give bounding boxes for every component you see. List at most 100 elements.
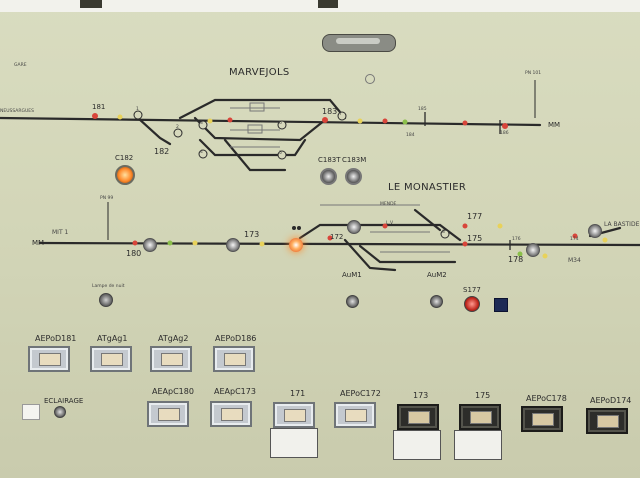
box-window: [284, 409, 306, 422]
label-c183t: C183T: [318, 156, 341, 164]
diagram-card-175: [454, 430, 502, 460]
box-label-171: 171: [290, 389, 306, 398]
key-lampe-nuit[interactable]: [99, 293, 113, 307]
label-184: 184: [406, 133, 415, 138]
label-172: 172: [330, 233, 344, 241]
label-mende: MENDE: [380, 202, 397, 207]
key-aum1[interactable]: [346, 295, 359, 308]
switch-box-175[interactable]: [459, 404, 501, 430]
diagram-card-173: [393, 430, 441, 460]
switch-box-atgag1[interactable]: [90, 346, 132, 372]
switch-box-aepoc172[interactable]: [334, 402, 376, 428]
label-c182: C182: [115, 154, 134, 162]
label-181: 181: [92, 103, 106, 111]
key-aum2[interactable]: [430, 295, 443, 308]
label-185: 185: [418, 107, 427, 112]
label-mm-left: MM: [32, 239, 45, 247]
label-c183m: C183M: [342, 156, 367, 164]
eclairage-plate: [22, 404, 40, 420]
small-indicator-top: [365, 74, 375, 84]
label-177: 177: [467, 212, 483, 221]
switch-box-aeapc173[interactable]: [210, 401, 252, 427]
top-mount-left: [80, 0, 102, 8]
box-label-173: 173: [413, 391, 429, 400]
switch-box-aeapc180[interactable]: [147, 401, 189, 427]
dot-right: [292, 226, 296, 230]
label-sw2: 2: [176, 125, 179, 130]
key-eclairage[interactable]: [54, 406, 66, 418]
handle-highlight: [336, 38, 380, 44]
switch-box-173[interactable]: [397, 404, 439, 430]
box-window: [221, 408, 243, 421]
label-pn101: PN 101: [525, 71, 542, 76]
box-window: [161, 353, 183, 366]
box-label-175: 175: [475, 391, 491, 400]
label-mit1: MIT 1: [52, 229, 69, 236]
key-178[interactable]: [526, 243, 540, 257]
key-173[interactable]: [226, 238, 240, 252]
box-window: [224, 353, 246, 366]
box-label-atgag1: ATgAg1: [97, 334, 128, 343]
label-sw1: 1: [136, 107, 139, 112]
box-label-aepoc172: AEPoC172: [340, 389, 381, 398]
label-aum2: AuM2: [427, 271, 447, 279]
switch-box-atgag2[interactable]: [150, 346, 192, 372]
label-174: 174: [570, 237, 579, 242]
label-sw8: 8: [442, 230, 445, 235]
key-la-bastide[interactable]: [588, 224, 602, 238]
switch-box-aepod174[interactable]: [586, 408, 628, 434]
box-window: [101, 353, 123, 366]
label-sw3: 3: [200, 121, 203, 126]
box-window: [39, 353, 61, 366]
box-window: [597, 415, 619, 428]
label-175: 175: [467, 234, 483, 243]
label-186: 186: [500, 131, 509, 136]
key-c183m[interactable]: [345, 168, 362, 185]
label-sw6: 6: [279, 121, 282, 126]
button-s177[interactable]: [464, 296, 480, 312]
switch-box-aepod186[interactable]: [213, 346, 255, 372]
box-window: [532, 413, 554, 426]
box-label-aepod181: AEPoD181: [35, 334, 77, 343]
label-gare: GARE: [14, 63, 27, 68]
station-marvejols: MARVEJOLS: [229, 67, 290, 78]
lamp-c182-lit: [115, 165, 135, 185]
label-aum1: AuM1: [342, 271, 362, 279]
key-180[interactable]: [143, 238, 157, 252]
box-window: [408, 411, 430, 424]
switch-box-171[interactable]: [273, 402, 315, 428]
label-lv: L.V: [386, 221, 394, 226]
label-la-bastide: LA BASTIDE: [604, 221, 640, 228]
box-label-aepod174: AEPoD174: [590, 396, 632, 405]
diagram-card-171: [270, 428, 318, 458]
label-sw4: 4: [200, 150, 203, 155]
label-neussargues: NEUSSARGUES: [0, 109, 34, 114]
box-label-aepod186: AEPoD186: [215, 334, 257, 343]
box-label-aeapc180: AEApC180: [152, 387, 194, 396]
switch-box-aepoc178[interactable]: [521, 406, 563, 432]
label-178: 178: [508, 255, 524, 264]
switch-box-aepod181[interactable]: [28, 346, 70, 372]
label-173: 173: [244, 230, 260, 239]
label-mm-right: MM: [548, 121, 561, 129]
box-label-aepoc178: AEPoC178: [526, 394, 567, 403]
box-label-aeapc173: AEApC173: [214, 387, 256, 396]
station-le-monastier: LE MONASTIER: [388, 182, 467, 193]
box-window: [345, 409, 367, 422]
label-lampe: Lampe de nuit: [92, 284, 125, 289]
label-pn99: PN 99: [100, 196, 114, 201]
key-c183t[interactable]: [320, 168, 337, 185]
blue-indicator: [494, 298, 508, 312]
label-sw7: 7: [339, 112, 342, 117]
key-172[interactable]: [347, 220, 361, 234]
box-window: [158, 408, 180, 421]
label-176: 176: [512, 237, 521, 242]
label-m34: M34: [568, 257, 581, 264]
label-s177: S177: [463, 286, 481, 294]
top-mount-right: [318, 0, 338, 8]
label-183: 183: [322, 107, 338, 116]
dot-left: [297, 226, 301, 230]
box-window: [470, 411, 492, 424]
